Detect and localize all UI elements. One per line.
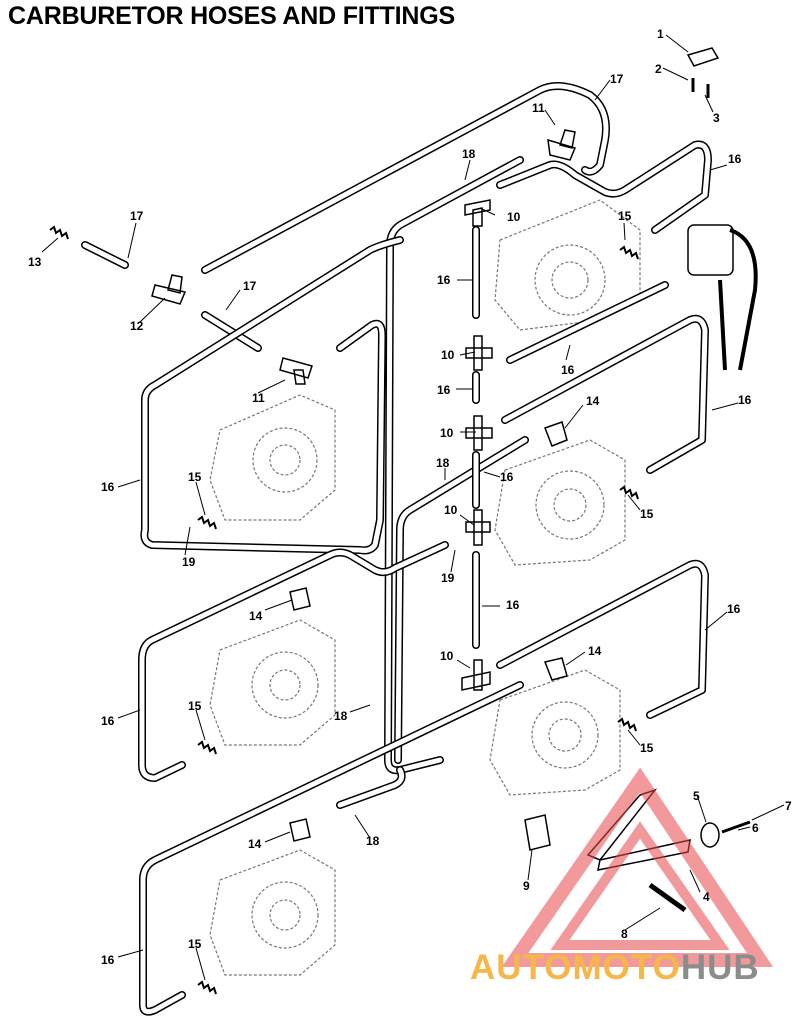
springs-15: [49, 225, 639, 995]
callout-18: 18: [436, 456, 450, 470]
hose-lines: [81, 82, 712, 1016]
callout-15: 15: [188, 699, 202, 713]
callout-1: 1: [657, 27, 664, 41]
callout-3: 3: [713, 111, 720, 125]
callout-6: 6: [752, 821, 759, 835]
callout-12: 12: [130, 319, 144, 333]
tee-fitting-11-left: [279, 357, 313, 385]
elbow-fitting-14-d: [289, 818, 311, 842]
callout-18: 18: [366, 834, 380, 848]
carburetor-outlines: [209, 199, 641, 976]
callout-15: 15: [618, 209, 632, 223]
page-title: CARBURETOR HOSES AND FITTINGS: [8, 2, 455, 30]
callout-14: 14: [586, 394, 600, 408]
hose-16-diagonal: [506, 281, 669, 364]
callout-11: 11: [532, 101, 545, 115]
carburetor-bottom-left: [209, 849, 336, 976]
watermark-text: AUTOMOTOHUB: [470, 948, 760, 988]
hose-16-lower-right: [496, 559, 709, 719]
callout-15: 15: [640, 741, 654, 755]
carburetor-middle-right: [494, 439, 626, 566]
hose-17-short: [81, 241, 129, 269]
watermark-logo-triangle: [501, 767, 774, 967]
tee-fitting-12: [151, 274, 187, 305]
hose-16-upper-right: [496, 140, 712, 234]
elbow-fitting-14-b: [289, 587, 311, 611]
callout-16: 16: [727, 602, 741, 616]
callout-10: 10: [440, 426, 454, 440]
callout-4: 4: [703, 890, 710, 904]
callout-16: 16: [506, 598, 520, 612]
hose-19-connector: [138, 541, 449, 782]
callout-16: 16: [437, 273, 451, 287]
callout-14: 14: [248, 837, 262, 851]
callout-labels: 1 2 3 17 11 16 18 10 15 17 13 16 12 17 1…: [28, 27, 792, 967]
tee-fitting-11-top: [547, 129, 577, 161]
callout-16: 16: [561, 363, 575, 377]
elbow-fitting-14-c: [543, 657, 568, 681]
hose-16-upper-left-loop: [140, 236, 404, 555]
callout-17: 17: [130, 209, 144, 223]
carburetor-middle-left: [209, 619, 336, 746]
callout-16: 16: [101, 714, 115, 728]
callout-13: 13: [28, 255, 42, 269]
callout-16: 16: [437, 383, 451, 397]
hose-16-lower-left-loop: [139, 681, 524, 1016]
hose-18-middle: [394, 436, 529, 764]
watermark-right: HUB: [680, 948, 760, 987]
callout-18: 18: [334, 709, 348, 723]
clip-9: [524, 814, 551, 851]
callout-9: 9: [523, 879, 530, 893]
callout-10: 10: [440, 649, 454, 663]
callout-18: 18: [462, 147, 476, 161]
hose-17-top: [201, 82, 610, 274]
callout-10: 10: [441, 348, 455, 362]
fuel-pump: [687, 224, 758, 371]
leader-lines: [41, 34, 785, 981]
tee-fitting-10-a: [464, 199, 491, 227]
callout-15: 15: [188, 937, 202, 951]
callout-17: 17: [610, 72, 624, 86]
callout-16: 16: [728, 152, 742, 166]
hose-18-upper: [384, 156, 524, 775]
fittings: [49, 47, 758, 995]
carburetor-upper-left: [209, 394, 336, 521]
callout-15: 15: [640, 507, 654, 521]
callout-16: 16: [500, 470, 514, 484]
tee-fitting-10-d: [465, 509, 491, 546]
callout-7: 7: [785, 799, 792, 813]
callout-2: 2: [655, 62, 662, 76]
bracket-1: [686, 47, 720, 98]
callout-16: 16: [101, 953, 115, 967]
callout-10: 10: [507, 210, 521, 224]
hose-18-lower: [336, 766, 406, 809]
elbow-fitting-14-a: [544, 421, 568, 447]
callout-19: 19: [182, 555, 196, 569]
callout-5: 5: [693, 789, 700, 803]
callout-16: 16: [101, 480, 115, 494]
callout-14: 14: [249, 609, 263, 623]
callout-17: 17: [243, 279, 257, 293]
callout-16: 16: [738, 393, 752, 407]
callout-10: 10: [444, 503, 458, 517]
callout-15: 15: [188, 470, 202, 484]
callout-14: 14: [588, 644, 602, 658]
watermark-left: AUTOMOTO: [470, 948, 681, 987]
callout-11: 11: [252, 391, 265, 405]
hose-17-lower: [201, 311, 262, 352]
callout-8: 8: [621, 927, 628, 941]
callout-19: 19: [441, 571, 455, 585]
hose-16-mid-right: [501, 314, 709, 474]
tee-fitting-10-e: [461, 659, 491, 691]
carburetor-lower-right: [489, 669, 621, 796]
tee-fitting-10-c: [465, 415, 493, 451]
